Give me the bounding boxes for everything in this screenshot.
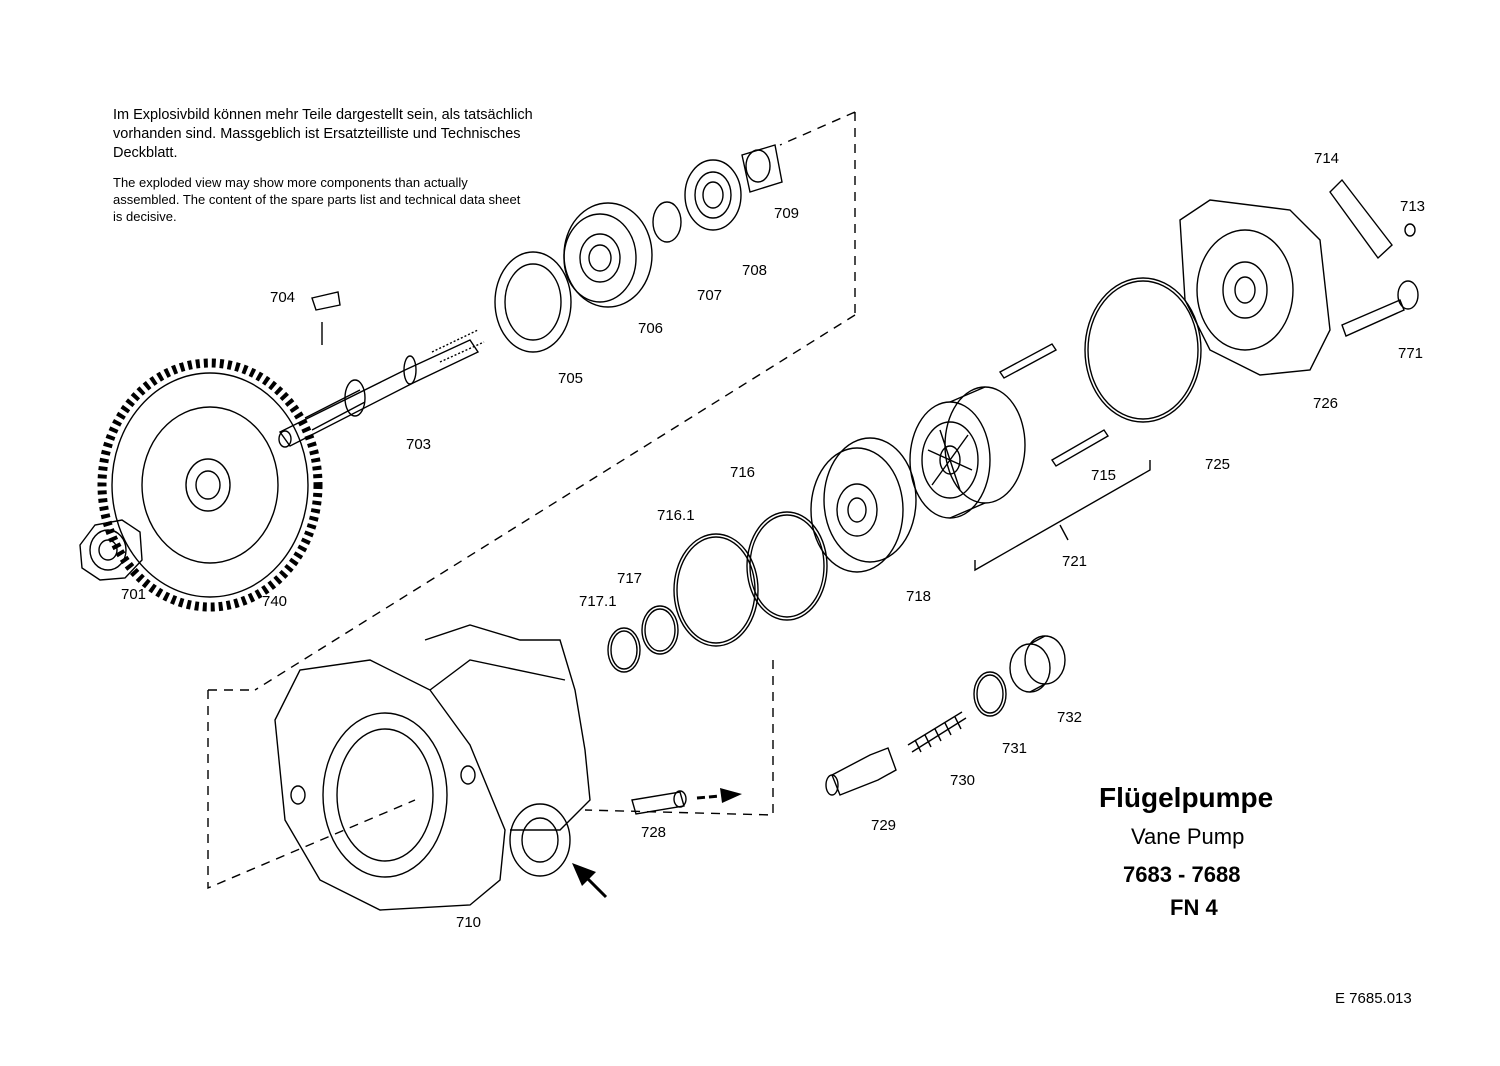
pins-715 [998, 343, 1109, 467]
plug-732 [1009, 635, 1066, 693]
label-731: 731 [1002, 740, 1028, 757]
arrow-head-outlet [720, 788, 742, 803]
key-704 [311, 291, 341, 311]
label-713: 713 [1400, 198, 1426, 215]
label-705: 705 [558, 370, 584, 387]
needle-bearing-709 [741, 144, 783, 193]
label-716-1: 716.1 [657, 507, 695, 524]
label-729: 729 [871, 817, 897, 834]
fn-code: FN 4 [1170, 895, 1218, 920]
label-704: 704 [270, 289, 296, 306]
label-730: 730 [950, 772, 976, 789]
o-ring-725 [1084, 277, 1202, 423]
o-ring-717-1 [607, 627, 641, 673]
pump-housing-710 [274, 624, 591, 911]
arrow-head-inlet [572, 863, 596, 886]
label-717-1: 717.1 [579, 593, 617, 610]
label-707: 707 [697, 287, 723, 304]
cover-726 [1179, 199, 1331, 376]
label-725: 725 [1205, 456, 1231, 473]
note-english: The exploded view may show more componen… [113, 175, 521, 224]
o-ring-716-1 [673, 533, 759, 647]
title-english: Vane Pump [1131, 824, 1245, 849]
label-721: 721 [1062, 553, 1088, 570]
o-ring-731 [973, 671, 1007, 717]
label-706: 706 [638, 320, 664, 337]
label-714: 714 [1314, 150, 1340, 167]
label-701: 701 [121, 586, 147, 603]
label-718: 718 [906, 588, 932, 605]
label-716: 716 [730, 464, 756, 481]
flow-arrows [572, 788, 742, 899]
hex-nut-701 [79, 519, 143, 581]
gear-740 [97, 358, 323, 612]
model-range: 7683 - 7688 [1123, 862, 1241, 887]
ball-bearing-706 [563, 202, 653, 308]
group-frames [207, 111, 856, 890]
valve-728 [631, 790, 687, 815]
arrow-line-outlet [696, 794, 721, 800]
valve-spool-729 [825, 747, 897, 796]
label-708: 708 [742, 262, 768, 279]
label-728: 728 [641, 824, 667, 841]
note-german: Im Explosivbild können mehr Teile darges… [113, 107, 533, 161]
label-703: 703 [406, 436, 432, 453]
label-715: 715 [1091, 467, 1117, 484]
circlip-707 [652, 201, 682, 243]
o-ring-716 [746, 511, 828, 621]
shaft-703 [278, 329, 485, 448]
label-732: 732 [1057, 709, 1083, 726]
label-726: 726 [1313, 395, 1339, 412]
label-740: 740 [262, 593, 288, 610]
pressure-plate-718 [810, 437, 917, 573]
plate-714 [1329, 178, 1393, 260]
shaft-seal-708 [684, 159, 742, 231]
label-717: 717 [617, 570, 643, 587]
label-710: 710 [456, 914, 482, 931]
o-ring-717 [641, 605, 679, 655]
cartridge-721 [909, 386, 1026, 519]
title-german: Flügelpumpe [1099, 782, 1274, 813]
bracket-721 [974, 460, 1151, 572]
retaining-ring-705 [494, 251, 572, 353]
label-771: 771 [1398, 345, 1424, 362]
spring-730 [907, 711, 967, 753]
screw-713 [1404, 223, 1416, 237]
label-709: 709 [774, 205, 800, 222]
bolt-771 [1341, 280, 1419, 337]
drawing-number: E 7685.013 [1335, 990, 1412, 1007]
